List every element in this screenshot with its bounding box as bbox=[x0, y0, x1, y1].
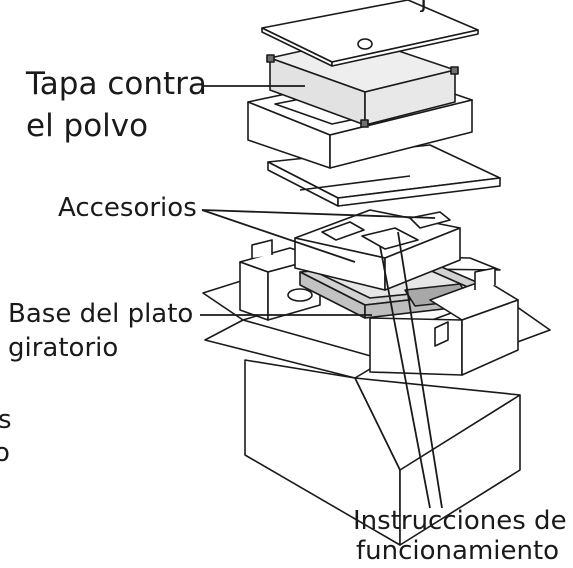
leader-instrucciones-1 bbox=[397, 231, 443, 509]
accessory-box bbox=[294, 209, 461, 291]
accessory-slot bbox=[321, 221, 365, 241]
box-edge bbox=[354, 377, 521, 396]
label-tapa-contra-line2: el polvo bbox=[26, 108, 149, 144]
label-base-line2: giratorio bbox=[8, 333, 119, 363]
clipped-left-text-2: o bbox=[0, 438, 10, 468]
clipped-left-text-1: s bbox=[0, 405, 12, 435]
leader-accesorios-1 bbox=[201, 209, 356, 263]
leader-instrucciones-2 bbox=[379, 245, 431, 509]
foam-right-slot bbox=[434, 321, 449, 347]
foam-right-side bbox=[461, 299, 519, 376]
label-tapa-contra-line1: Tapa contra bbox=[26, 66, 207, 102]
hinge-marker bbox=[450, 66, 459, 75]
foam-left-front bbox=[239, 261, 269, 321]
hinge-marker bbox=[360, 119, 369, 128]
label-base-line1: Base del plato bbox=[8, 299, 194, 329]
top-cardboard-sheet bbox=[261, 0, 479, 67]
accessory-slot bbox=[409, 211, 451, 229]
box-edge bbox=[354, 377, 401, 471]
plinth-edge bbox=[299, 175, 411, 191]
leader-lines bbox=[200, 85, 443, 509]
label-instrucciones-line2: funcionamiento bbox=[356, 536, 560, 566]
leader-accesorios-2 bbox=[201, 209, 436, 219]
accessory-box-side bbox=[384, 227, 461, 291]
plinth-side bbox=[337, 177, 501, 207]
hinge-marker bbox=[266, 54, 275, 63]
center-hole-icon bbox=[357, 38, 373, 50]
foam-frame-side bbox=[329, 99, 473, 169]
foam-right-notch bbox=[474, 267, 496, 290]
manual-booklet bbox=[361, 227, 419, 250]
label-accesorios: Accesorios bbox=[58, 193, 197, 223]
label-instrucciones-line1: Instrucciones de bbox=[353, 506, 567, 536]
dust-cover-side bbox=[364, 69, 456, 126]
base-hole bbox=[287, 288, 313, 302]
clipped-top-text: j bbox=[420, 0, 427, 12]
top-sheet-thickness bbox=[331, 29, 479, 67]
foam-left-notch bbox=[251, 239, 273, 258]
